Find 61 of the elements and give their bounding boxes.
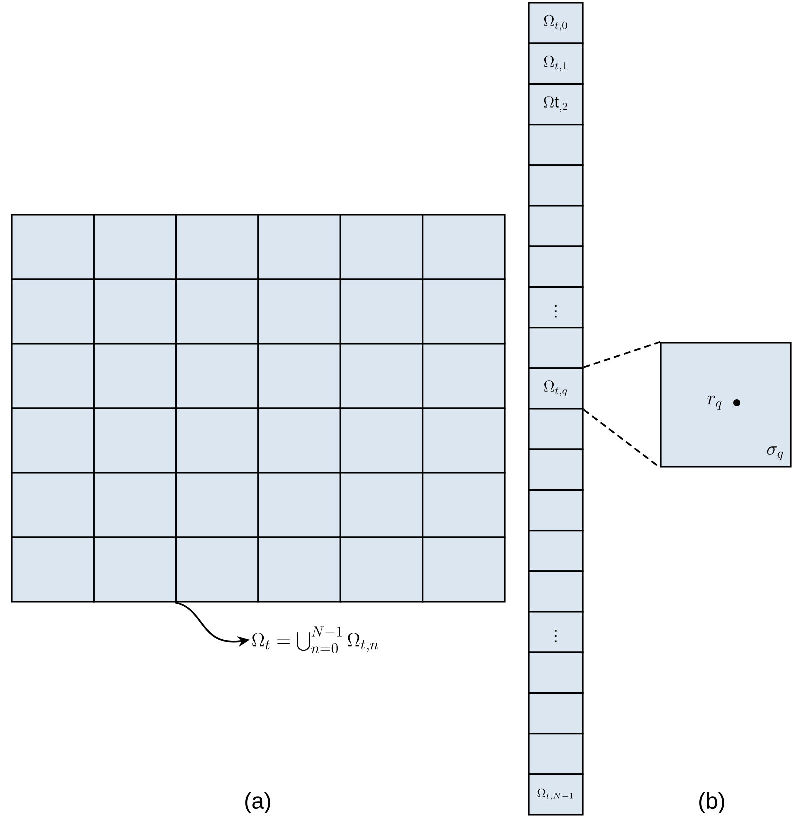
grid-cell [93,536,178,603]
grid-cell [11,343,95,410]
grid-cell [11,278,95,345]
panel-label: (a) [246,792,270,814]
column-cell [528,246,584,288]
column-cell [528,570,584,613]
grid-cell [11,536,95,603]
grid-cell [93,343,178,410]
column-cell: $\Omega_{t,q}$ [528,368,584,410]
grid-cell [258,278,342,345]
column-cell [528,124,584,166]
grid-cell [340,214,424,280]
grid-cell [176,408,260,474]
grid-cell [176,214,260,280]
column-cell [528,733,584,776]
column-cell [528,489,584,532]
column-cell: $\Omega\mathrm{t}_{,2}$ [528,83,584,126]
grid-cell [258,408,342,474]
column-cell [528,205,584,248]
grid-cell [340,278,424,345]
grid-cell [93,278,178,345]
grid-cell [340,408,424,474]
column-cell: $\vdots$ [528,611,584,654]
column-cell [528,448,584,491]
grid-cell [176,278,260,345]
grid-cell [176,536,260,603]
grid-cell [93,214,178,280]
column-cell [528,327,584,370]
grid-cell [422,214,506,280]
grid-cell [176,343,260,410]
grid-cell [422,536,506,603]
grid-cell [93,472,178,538]
column-cell: $\Omega_{t,1}$ [528,42,584,85]
grid-cell [11,408,95,474]
column-cell [528,408,584,450]
column-cell: $\vdots$ [528,286,584,329]
column-cell: $\Omega_{t,N-1}$ [528,774,584,816]
grid-cell [11,214,95,280]
grid-cell [258,343,342,410]
dashed-line [584,341,660,368]
union-formula: $\Omega_t = \bigcup\nolimits_{n=0}^{N-1} \Omega_{t,n}$ [252,626,378,654]
grid-cell [422,343,506,410]
grid-cell [340,536,424,603]
grid-cell [422,278,506,345]
grid-cell [422,472,506,538]
grid-cell [11,472,95,538]
column-cell [528,530,584,572]
grid-cell [176,472,260,538]
grid-cell [422,408,506,474]
zoomed-cell-box: $r_q$ $\sigma_q$ [660,342,792,468]
grid-cell [258,214,342,280]
grid-cell [340,343,424,410]
column-cell: $\Omega_{t,0}$ [528,2,584,44]
column-cell [528,692,584,735]
grid-cell [93,408,178,474]
panel-label: (b) [700,792,724,814]
grid-cell [258,536,342,603]
grid-cell [340,472,424,538]
column-cell [528,164,584,207]
grid-cell [258,472,342,538]
column-cell [528,652,584,694]
